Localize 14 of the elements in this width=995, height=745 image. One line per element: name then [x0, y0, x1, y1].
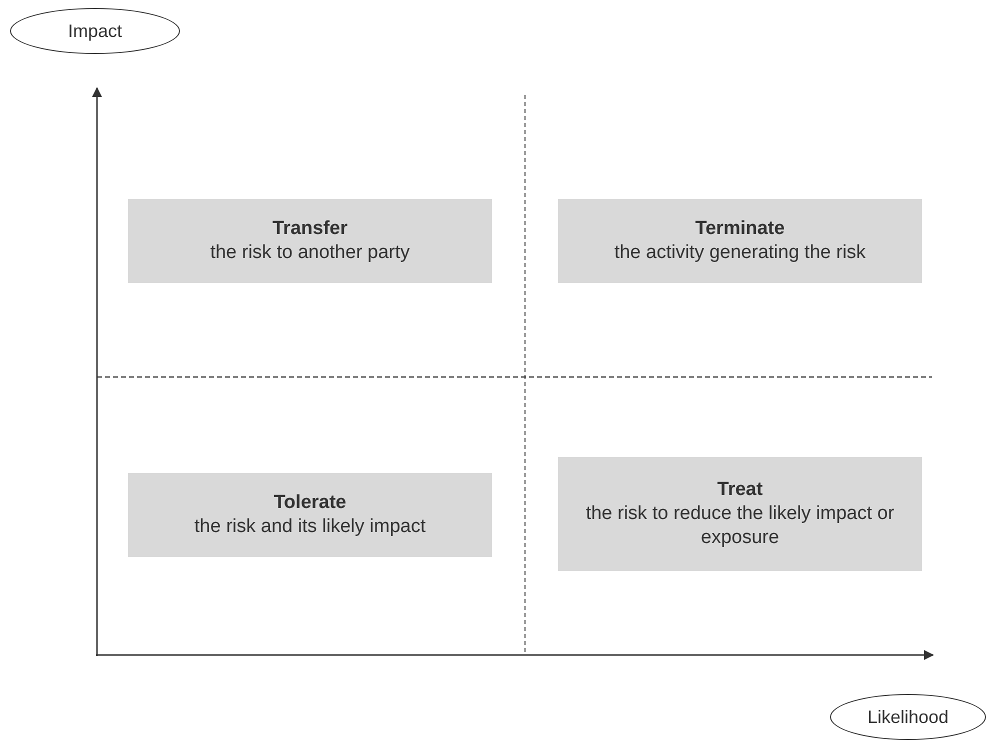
quadrant-box: [128, 473, 492, 557]
quadrant-description: the risk and its likely impact: [193, 515, 427, 539]
quadrant-box: [128, 199, 492, 283]
quadrant-heading: Transfer: [272, 217, 348, 241]
quadrant-heading: Treat: [717, 478, 763, 502]
quadrant-description: the risk to reduce the likely impact or exposure: [584, 502, 896, 550]
quadrant-box: [558, 457, 922, 571]
quadrant-heading: Tolerate: [274, 491, 346, 515]
quadrant-description: the risk to another party: [209, 241, 411, 265]
axis-label: Impact: [68, 20, 122, 43]
quadrant-box: [558, 199, 922, 283]
axis-label: Likelihood: [867, 706, 949, 729]
quadrant-heading: Terminate: [695, 217, 785, 241]
quadrant-description: the activity generating the risk: [613, 241, 867, 265]
